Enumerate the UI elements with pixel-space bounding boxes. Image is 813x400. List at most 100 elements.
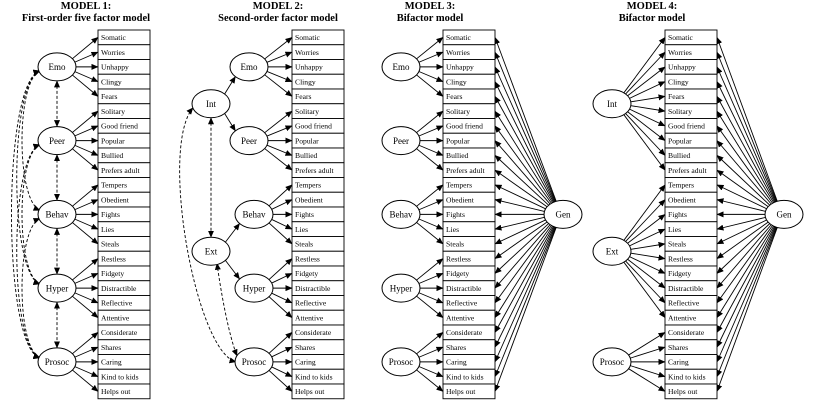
- model-2-item-caring: Caring: [295, 358, 316, 367]
- model-4-gen-loading-fears: [716, 95, 776, 203]
- model-3-factor-behav: [381, 199, 421, 229]
- model-3-gen-loading-worries: [494, 51, 557, 202]
- model-4-item-kind-to-kids: Kind to kids: [668, 372, 706, 381]
- model-3-loading-peer-solitary: [416, 110, 444, 133]
- model-2-item-popular: Popular: [295, 136, 319, 145]
- model-3-gen-loading-prefers-adult: [494, 169, 548, 208]
- model-1-factor-hyper: [37, 273, 77, 303]
- model-1-loading-emo-worries: [74, 51, 99, 63]
- model-1-loading-behav-tempers: [72, 184, 99, 207]
- model-4-loading-int-prefers-adult: [623, 114, 666, 171]
- model-4-factor-int: [592, 89, 632, 119]
- model-2-loading-prosoc-kind-to-kids: [271, 366, 293, 378]
- model-2-loading-behav-tempers: [268, 184, 293, 207]
- model-2-second-order-loading-ext-behav: [225, 223, 240, 243]
- model-4-loading-int-bullied: [625, 113, 666, 156]
- model-3-gen-loading-considerate: [494, 226, 554, 333]
- model-1-factor-peer: [37, 126, 77, 156]
- model-1-item-attentive: Attentive: [101, 313, 130, 322]
- model-4-gen-loading-reflective: [716, 225, 773, 304]
- model-3-loading-emo-somatic: [416, 37, 444, 60]
- model-3-gen-loading-distractible: [494, 224, 551, 289]
- model-3-loading-peer-good-friend: [418, 125, 444, 137]
- model-3-item-fears: Fears: [446, 92, 462, 101]
- model-2-loading-peer-prefers-adult: [264, 148, 293, 171]
- model-1-item-fears: Fears: [101, 92, 117, 101]
- model-2-item-reflective: Reflective: [295, 299, 327, 308]
- model-2-item-obedient: Obedient: [295, 195, 324, 204]
- model-1-title: MODEL 1:: [61, 1, 111, 12]
- model-3-item-restless: Restless: [446, 254, 471, 263]
- model-4-item-tempers: Tempers: [668, 181, 694, 190]
- model-3-gen-loading-attentive: [494, 225, 553, 319]
- model-3-loading-hyper-restless: [416, 258, 444, 281]
- model-2-second-order-loading-int-emo: [224, 76, 236, 95]
- model-4-factor-int-label: Int: [607, 99, 617, 109]
- model-1-item-prefers-adult: Prefers adult: [101, 166, 140, 175]
- loading-arrows-layer: [11, 36, 778, 392]
- model-3-loading-hyper-fidgety: [418, 272, 444, 284]
- model-2-loading-behav-lies: [271, 219, 293, 230]
- model-2-loading-hyper-attentive: [268, 296, 293, 318]
- model-1-item-solitary: Solitary: [101, 107, 125, 116]
- model-4-gen-loading-attentive: [716, 225, 775, 319]
- model-3-factor-prosoc: [381, 347, 421, 377]
- model-4-item-good-friend: Good friend: [668, 122, 705, 131]
- model-3-item-tempers: Tempers: [446, 181, 472, 190]
- model-3-gen-loading-shares: [494, 226, 555, 348]
- model-3-gen-loading-helps-out: [494, 227, 557, 392]
- model-3-item-somatic: Somatic: [446, 33, 472, 42]
- model-3-loading-prosoc-considerate: [416, 332, 444, 355]
- model-3-item-shares: Shares: [446, 343, 466, 352]
- model-4-subtitle: Bifactor model: [619, 13, 686, 24]
- model-3-factor-prosoc-label: Prosoc: [389, 357, 414, 367]
- model-1-loading-peer-solitary: [72, 110, 99, 133]
- model-4-item-reflective: Reflective: [668, 299, 700, 308]
- model-4-item-worries: Worries: [668, 48, 692, 57]
- model-2-item-bullied: Bullied: [295, 151, 318, 160]
- model-1-item-kind-to-kids: Kind to kids: [101, 372, 139, 381]
- model-3-gen-loading-lies: [494, 216, 545, 231]
- model-2-item-attentive: Attentive: [295, 313, 324, 322]
- model-1-item-steals: Steals: [101, 240, 119, 249]
- model-2-factor-emo-label: Emo: [241, 62, 258, 72]
- model-1-factor-emo-label: Emo: [49, 62, 66, 72]
- model-3-item-worries: Worries: [446, 48, 470, 57]
- model-1-item-obedient: Obedient: [101, 195, 130, 204]
- model-3-factor-gen-label: Gen: [556, 210, 571, 220]
- model-1-item-considerate: Considerate: [101, 328, 138, 337]
- model-2-item-unhappy: Unhappy: [295, 63, 323, 72]
- model-3-factor-gen: [543, 199, 583, 229]
- model-1-item-box-helps-out: [97, 383, 151, 400]
- model-4-gen-loading-shares: [716, 226, 776, 348]
- model-2-loading-prosoc-helps-out: [268, 370, 293, 392]
- model-3-gen-loading-fidgety: [494, 223, 549, 274]
- model-1-factor-prosoc-label: Prosoc: [45, 357, 70, 367]
- model-4-gen-loading-caring: [716, 226, 777, 363]
- model-3-item-helps-out: Helps out: [446, 387, 476, 396]
- model-1-loading-hyper-reflective: [74, 292, 99, 304]
- model-3-loading-behav-tempers: [416, 184, 444, 207]
- model-3-loading-emo-worries: [418, 51, 444, 63]
- model-4-item-fights: Fights: [668, 210, 687, 219]
- model-4-gen-loading-tempers: [716, 184, 767, 210]
- model-2-loading-emo-clingy: [266, 71, 293, 83]
- model-4-loading-ext-fidgety: [629, 256, 666, 274]
- model-1-loading-behav-steals: [72, 222, 99, 245]
- model-3-item-unhappy: Unhappy: [446, 63, 474, 72]
- model-3-subtitle: Bifactor model: [397, 13, 464, 24]
- model-1-loading-peer-bullied: [74, 144, 99, 156]
- model-2-loading-behav-obedient: [271, 199, 293, 210]
- model-2-item-restless: Restless: [295, 254, 320, 263]
- model-3-factor-emo-label: Emo: [393, 62, 410, 72]
- model-2-item-solitary: Solitary: [295, 107, 319, 116]
- model-1-item-lies: Lies: [101, 225, 114, 234]
- model-2-item-considerate: Considerate: [295, 328, 332, 337]
- model-2-factor-emo: [229, 52, 269, 82]
- model-4-loading-int-worries: [625, 51, 666, 95]
- model-1-item-restless: Restless: [101, 254, 126, 263]
- model-3-factor-behav-label: Behav: [390, 210, 413, 220]
- model-4-item-obedient: Obedient: [668, 195, 697, 204]
- model-2-factor-hyper: [234, 273, 274, 303]
- model-4-factor-gen-label: Gen: [777, 210, 792, 220]
